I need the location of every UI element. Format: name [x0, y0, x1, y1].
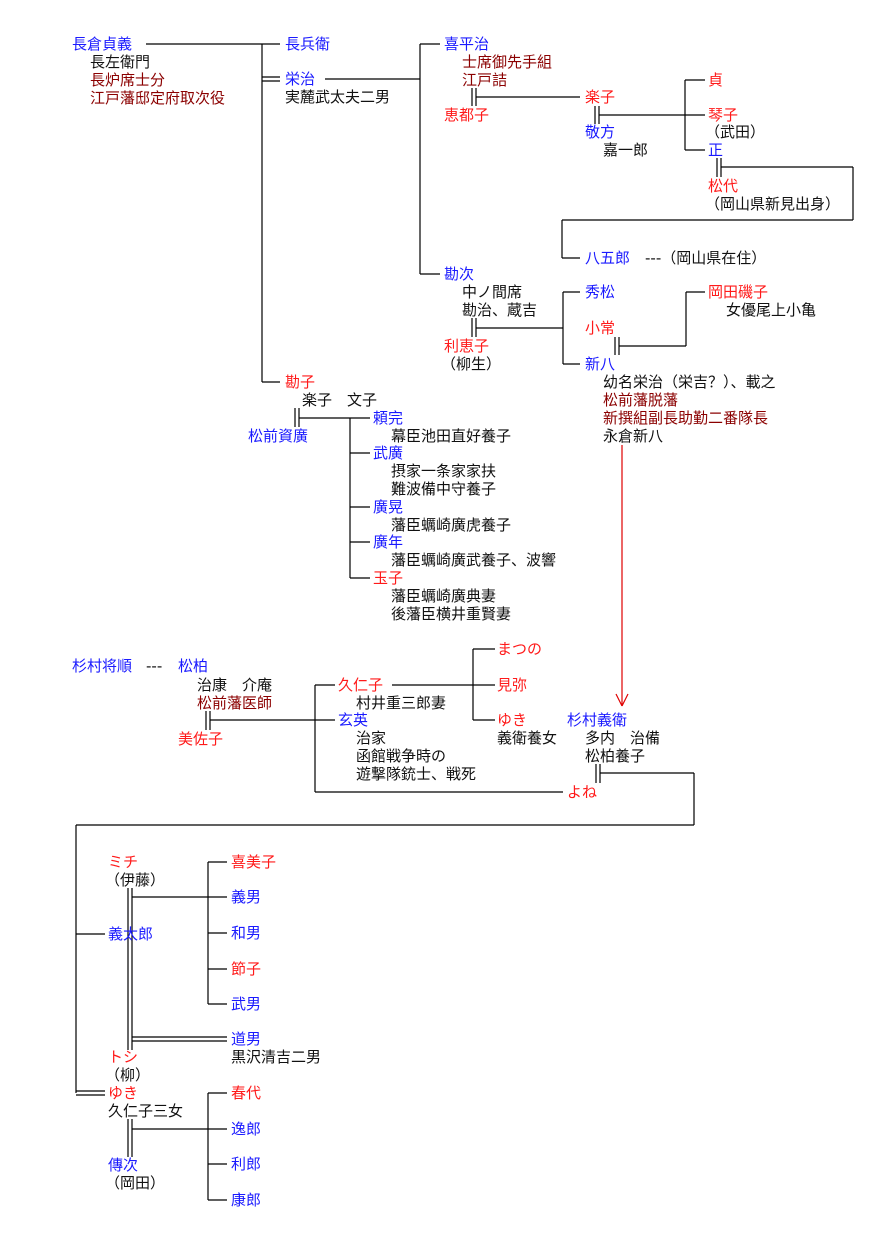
- person-name-yoshio: 義男: [231, 888, 262, 906]
- person-note-hachigoro-1: ---（岡山県在住）: [645, 249, 767, 267]
- person-name-michi: ミチ: [108, 853, 139, 871]
- person-name-kazuo: 和男: [231, 924, 262, 942]
- person-note-kanji-1: 中ノ間席: [462, 283, 523, 301]
- descent-arrow-head: [615, 693, 623, 707]
- person-note-kiheiji-1: 士席御先手組: [462, 53, 553, 71]
- person-name-genei: 玄英: [338, 711, 369, 729]
- person-note-tamako-2: 後藩臣横井重賢妻: [391, 605, 512, 623]
- person-name-setsuko: 節子: [231, 960, 262, 978]
- person-note-tamako-1: 藩臣蠣崎廣典妻: [391, 587, 497, 605]
- person-note-eiji-1: 実麓武太夫二男: [285, 88, 391, 106]
- person-note-yorisada-1: 幕臣池田直好養子: [391, 427, 512, 445]
- person-note-kanko-1: 楽子 文子: [302, 391, 378, 409]
- person-note-genei-2: 函館戦争時の: [356, 747, 447, 765]
- person-name-yorisada: 頼完: [373, 409, 404, 427]
- person-note-kotoko-1: （武田）: [705, 123, 766, 141]
- person-note-shinpachi-4: 永倉新八: [603, 427, 664, 445]
- person-note-shinpachi-3: 新撰組副長助勤二番隊長: [603, 409, 769, 427]
- person-note-keiho-1: 嘉一郎: [603, 141, 649, 159]
- person-note-shohaku-2: 松前藩医師: [197, 694, 273, 712]
- person-note-toshi-1: （柳）: [105, 1066, 151, 1084]
- person-name-kanji: 勘次: [444, 265, 475, 283]
- person-name-kotsune: 小常: [585, 319, 616, 337]
- person-name-toshi: トシ: [108, 1048, 139, 1066]
- person-name-chobei: 長兵衛: [285, 35, 331, 53]
- person-name-keiho: 敬方: [585, 123, 616, 141]
- person-note-rieko-1: （柳生）: [441, 355, 502, 373]
- person-note-yoshie-2: 松柏養子: [585, 747, 646, 765]
- person-note-hiroaki-1: 藩臣蠣崎廣虎養子: [391, 516, 512, 534]
- person-name-isoko: 岡田磯子: [708, 283, 769, 301]
- person-name-yone: よね: [567, 783, 598, 801]
- person-note-isoko-1: 女優尾上小亀: [726, 301, 817, 319]
- person-note-michio-1: 黒沢清吉二男: [231, 1048, 322, 1066]
- person-name-hidematsu: 秀松: [585, 283, 616, 301]
- person-name-kanko: 勘子: [285, 373, 316, 391]
- person-name-misako: 美佐子: [178, 730, 224, 748]
- person-note-takehiro-2: 難波備中守養子: [391, 480, 497, 498]
- person-name-yoshitaro: 義太郎: [108, 925, 154, 943]
- person-name-kenya: 見弥: [497, 676, 528, 694]
- person-name-yoshie: 杉村義衛: [567, 711, 628, 729]
- person-name-yuki1: ゆき: [497, 711, 528, 729]
- person-name-tamako: 玉子: [373, 569, 404, 587]
- person-note-denji-1: （岡田）: [105, 1174, 166, 1192]
- person-note-matsuyo-1: （岡山県新見出身）: [705, 195, 841, 213]
- person-name-rieko: 利恵子: [444, 337, 490, 355]
- person-note-dash: ---: [146, 657, 163, 675]
- person-note-genei-3: 遊撃隊銃士、戦死: [356, 765, 477, 783]
- person-note-genei-1: 治家: [356, 729, 387, 747]
- person-note-kuniko-1: 村井重三郎妻: [356, 694, 447, 712]
- descent-arrow-head: [621, 693, 629, 707]
- person-name-kimiko: 喜美子: [231, 853, 277, 871]
- person-name-rakuko: 楽子: [585, 88, 616, 106]
- person-note-sadayoshi-3: 江戸藩邸定府取次役: [90, 89, 226, 107]
- person-note-sadayoshi-2: 長炉席士分: [90, 71, 166, 89]
- person-name-itsuro: 逸郎: [231, 1120, 262, 1138]
- person-name-hachigoro: 八五郎: [585, 249, 631, 267]
- person-name-hirotoshi: 廣年: [373, 533, 404, 551]
- person-name-yasuro: 康郎: [231, 1191, 262, 1209]
- person-note-kanji-2: 勘治、蔵吉: [462, 301, 538, 319]
- person-name-masayori: 杉村将順: [72, 657, 133, 675]
- person-name-haruyo: 春代: [231, 1084, 262, 1102]
- person-name-kiheiji: 喜平治: [444, 35, 490, 53]
- person-name-hiroaki: 廣晃: [373, 498, 404, 516]
- person-name-takeo: 武男: [231, 995, 262, 1013]
- person-note-takehiro-1: 摂家一条家家扶: [391, 462, 497, 480]
- person-name-kotoko: 琴子: [708, 106, 739, 124]
- person-note-michi-1: （伊藤）: [105, 871, 166, 889]
- person-name-sadayoshi: 長倉貞義: [72, 35, 133, 53]
- person-note-kiheiji-2: 江戸詰: [462, 71, 508, 89]
- person-name-matsuyo: 松代: [708, 177, 739, 195]
- person-name-shinpachi: 新八: [585, 355, 616, 373]
- person-name-kuniko: 久仁子: [338, 676, 384, 694]
- person-name-sukehiro: 松前資廣: [248, 427, 309, 445]
- person-name-denji: 傳次: [108, 1156, 139, 1174]
- person-note-yoshie-1: 多内 治備: [585, 729, 661, 747]
- person-note-yuki2-1: 久仁子三女: [108, 1102, 184, 1120]
- person-note-sadayoshi-1: 長左衛門: [90, 53, 151, 71]
- person-name-etsuko: 恵都子: [444, 106, 490, 124]
- person-note-shinpachi-1: 幼名栄治（栄吉？）、載之: [603, 373, 776, 391]
- person-note-shinpachi-2: 松前藩脱藩: [603, 391, 679, 409]
- person-note-hirotoshi-1: 藩臣蠣崎廣武養子、波響: [391, 551, 557, 569]
- person-name-matsuno: まつの: [497, 640, 543, 658]
- person-name-tei: 貞: [708, 71, 724, 89]
- person-name-yuki2: ゆき: [108, 1084, 139, 1102]
- person-name-toshiro: 利郎: [231, 1155, 262, 1173]
- person-name-tadashi: 正: [708, 141, 724, 159]
- person-name-takehiro: 武廣: [373, 444, 404, 462]
- person-note-yuki1-1: 義衛養女: [497, 729, 558, 747]
- person-name-michio: 道男: [231, 1030, 262, 1048]
- person-name-shohaku: 松柏: [178, 657, 209, 675]
- person-note-shohaku-1: 治康 介庵: [197, 676, 273, 694]
- person-name-eiji: 栄治: [285, 70, 316, 88]
